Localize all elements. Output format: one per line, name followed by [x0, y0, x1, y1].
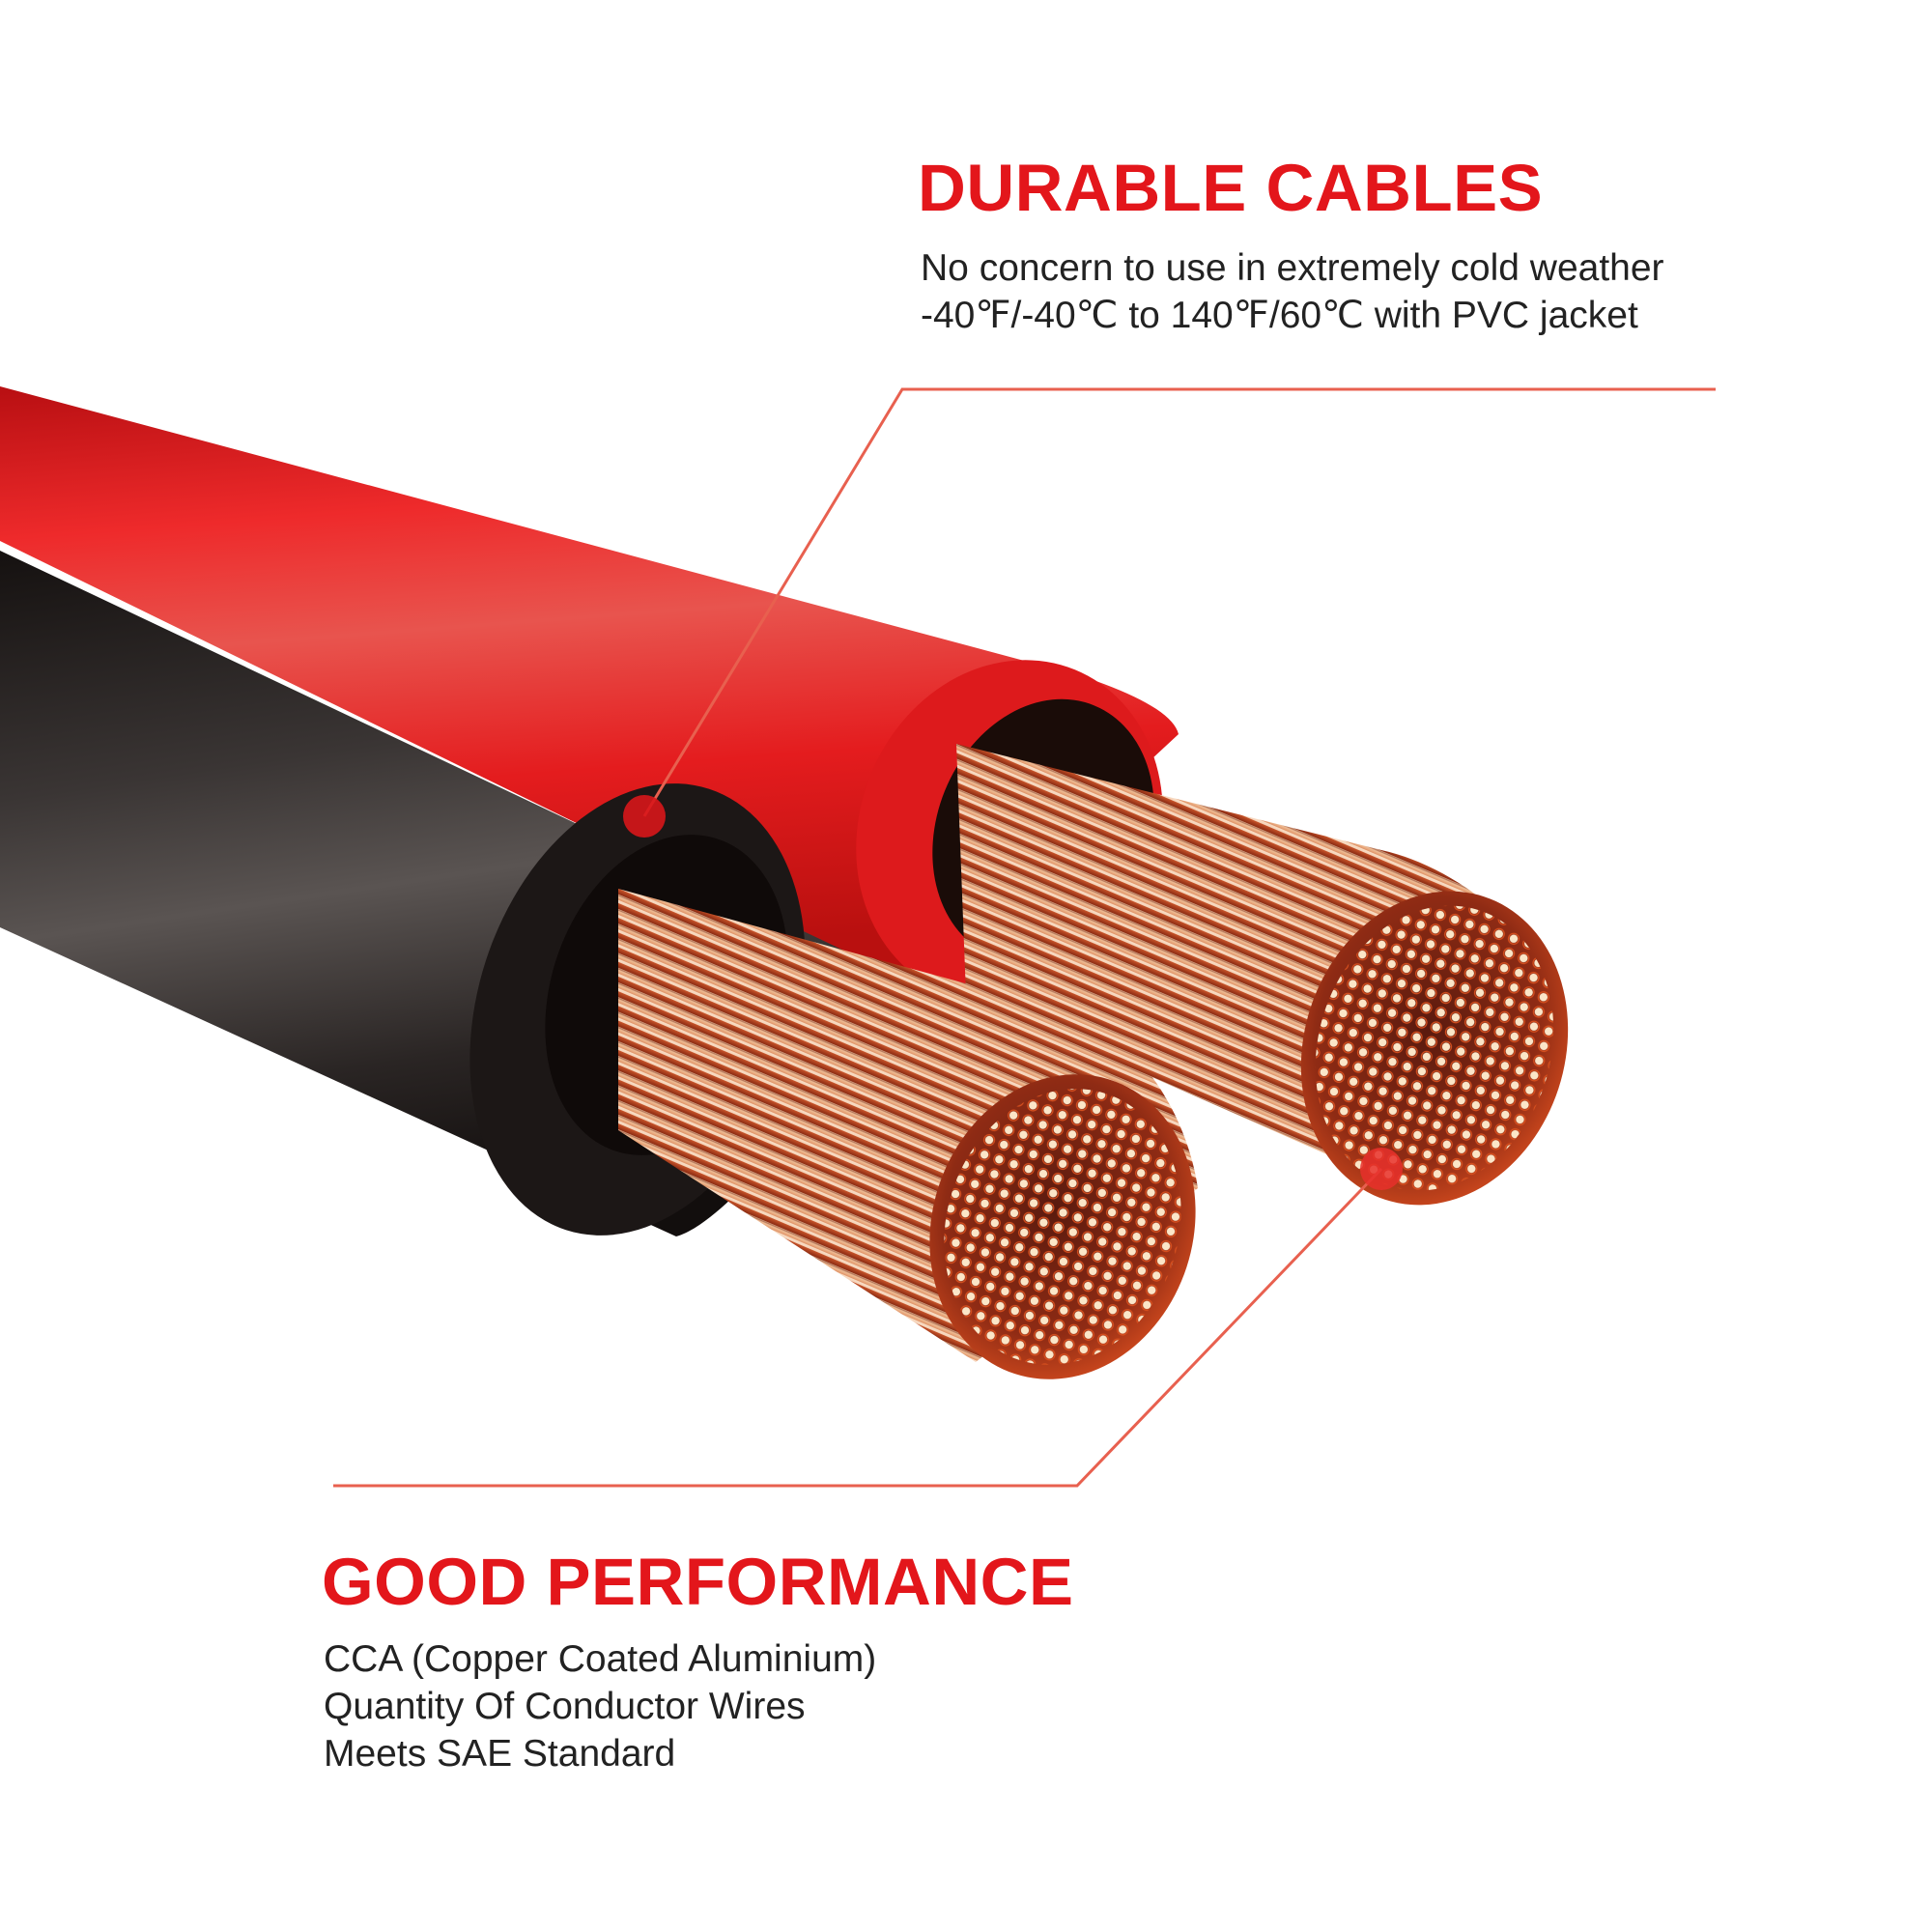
performance-callout-line: [333, 1167, 1383, 1488]
durable-callout-dot: [623, 795, 666, 838]
good-performance-heading: GOOD PERFORMANCE: [322, 1545, 1074, 1619]
performance-standard-line: Meets SAE Standard: [324, 1733, 676, 1775]
durable-description-line: No concern to use in extremely cold weat…: [921, 247, 1664, 289]
performance-material-line: CCA (Copper Coated Aluminium): [324, 1638, 877, 1680]
durable-temperature-line: -40℉/-40℃ to 140℉/60℃ with PVC jacket: [921, 295, 1638, 336]
performance-callout-dot: [1360, 1148, 1403, 1190]
performance-conductor-line: Quantity Of Conductor Wires: [324, 1686, 806, 1727]
durable-callout-line: [642, 387, 1716, 817]
durable-cables-heading: DURABLE CABLES: [918, 151, 1544, 225]
